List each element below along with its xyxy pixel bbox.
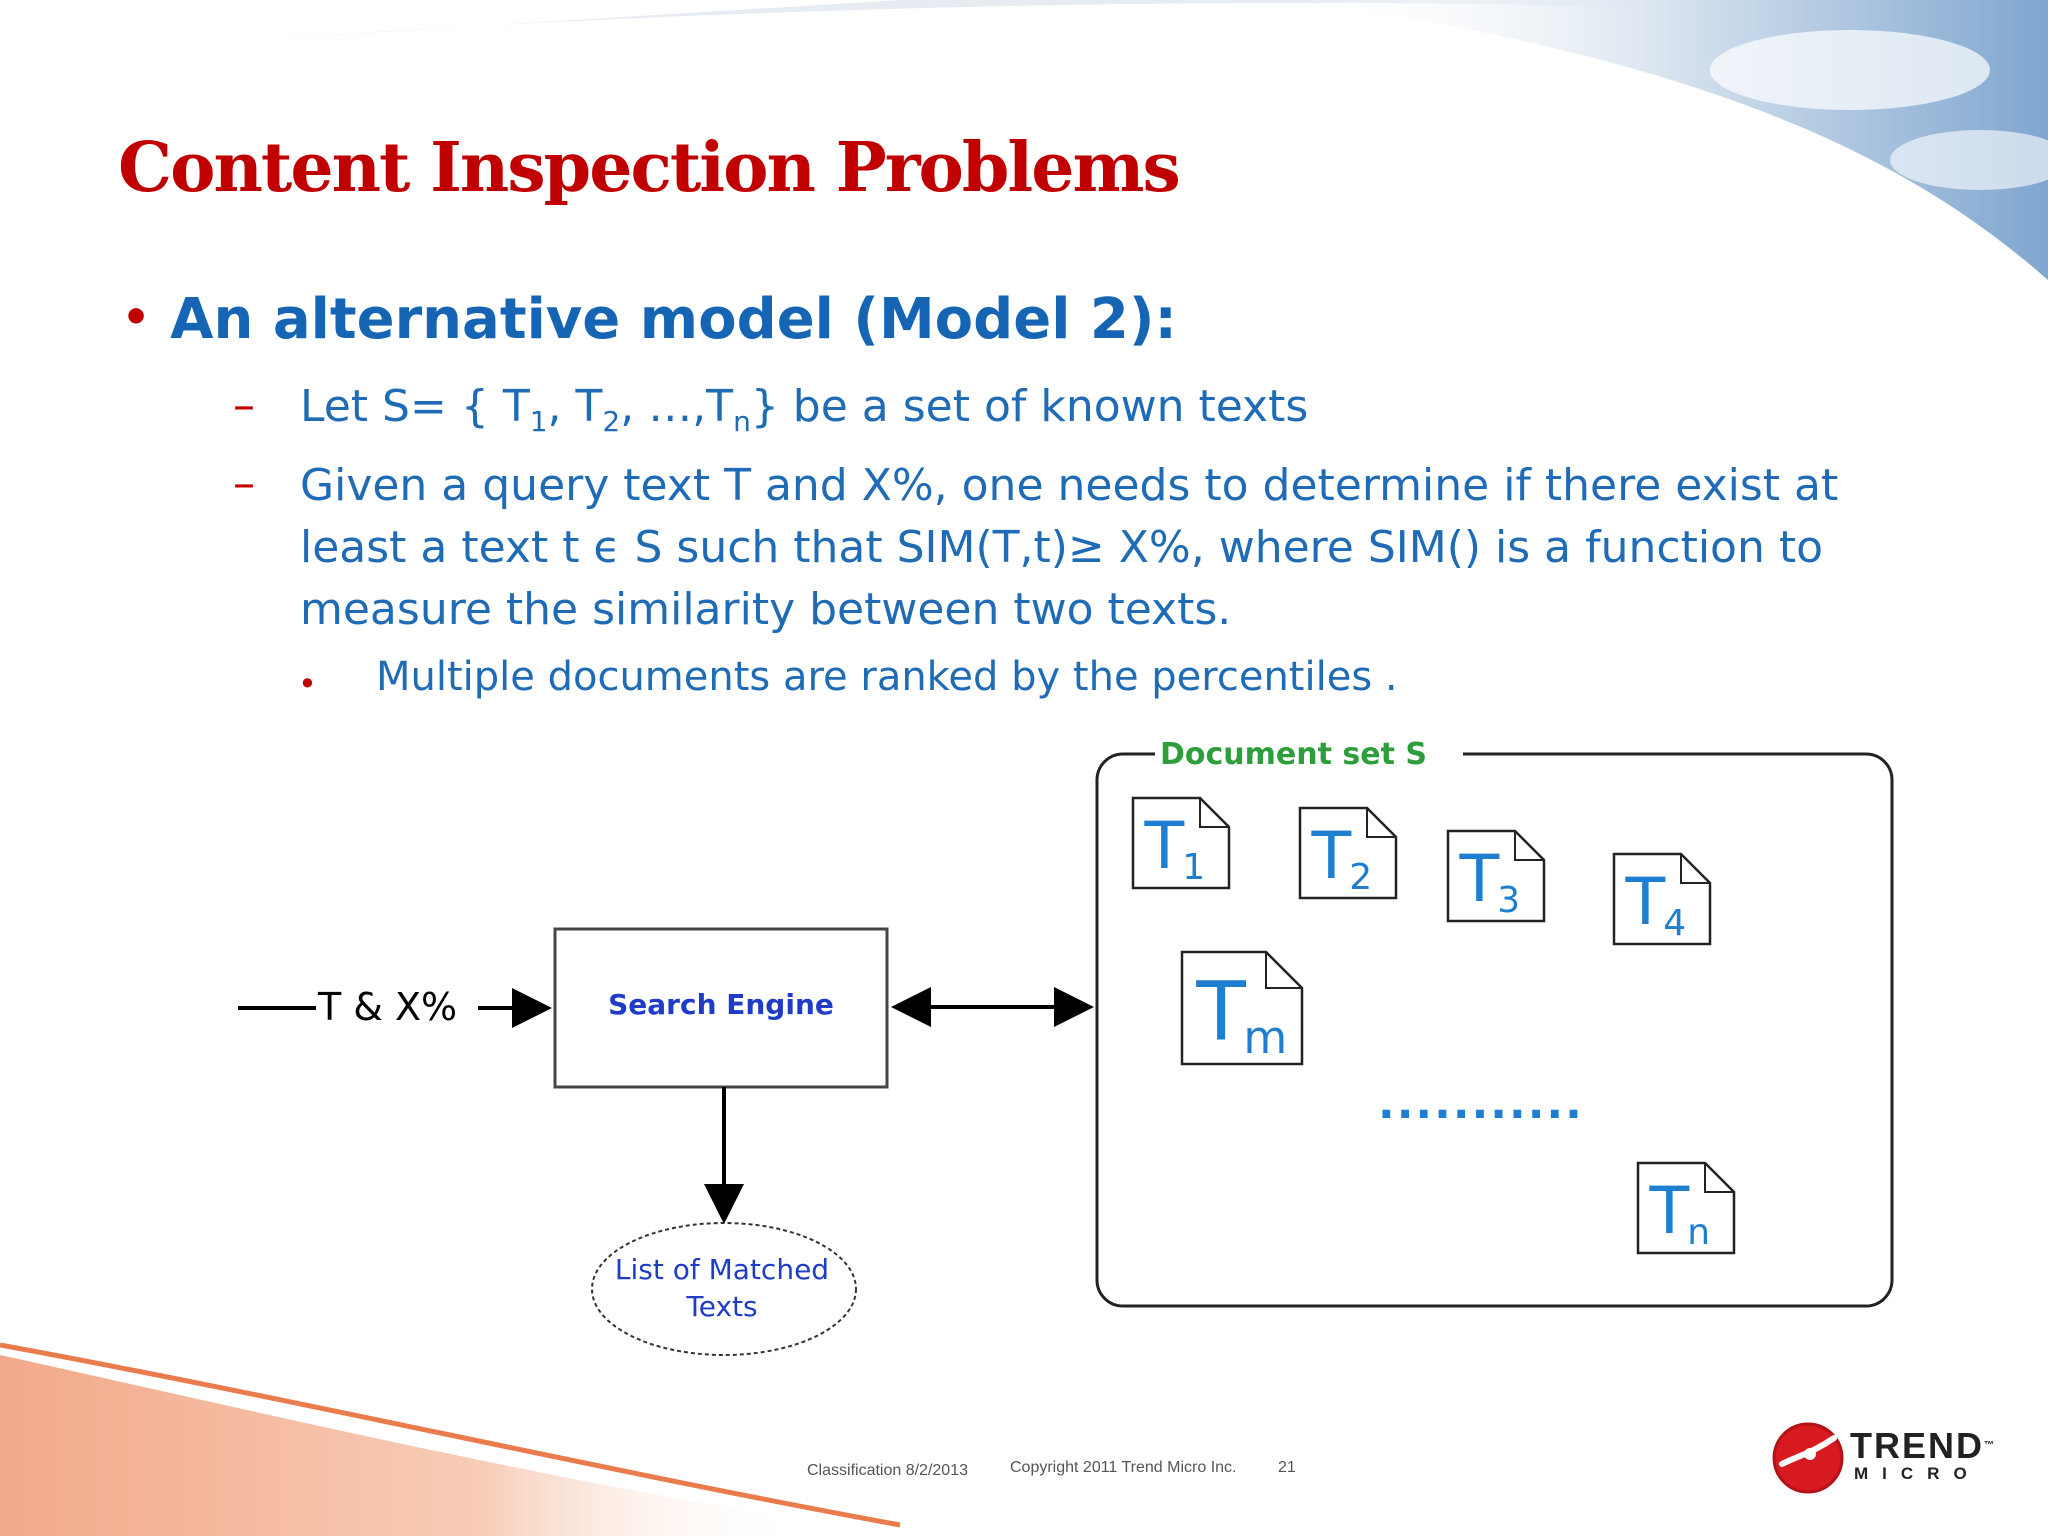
sub-bullet-1-text: } be a set of known texts bbox=[750, 381, 1309, 432]
document-subscript: 4 bbox=[1663, 903, 1686, 944]
matched-texts-ellipse bbox=[591, 1222, 857, 1356]
document-label: T bbox=[1311, 819, 1352, 894]
document-subscript: m bbox=[1243, 1011, 1287, 1064]
document-icon: T1 bbox=[1131, 796, 1231, 890]
logo-micro-text: MICRO bbox=[1854, 1464, 1981, 1483]
document-outline bbox=[1446, 829, 1546, 923]
document-outline bbox=[1180, 950, 1304, 1066]
matched-texts-label-line2: Texts bbox=[685, 1290, 757, 1323]
slide-title: Content Inspection Problems bbox=[118, 128, 1181, 208]
document-icon: T3 bbox=[1446, 829, 1546, 923]
document-set-label-bg bbox=[1155, 734, 1463, 774]
trend-micro-logo-icon bbox=[1772, 1422, 1844, 1494]
document-label: T bbox=[1459, 842, 1500, 917]
subscript-1: 1 bbox=[529, 405, 548, 438]
dash-bullet-icon: – bbox=[233, 458, 255, 509]
sub-bullet-2-line: measure the similarity between two texts… bbox=[300, 584, 1232, 635]
footer-classification: Classification 8/2/2013 bbox=[807, 1462, 968, 1479]
subscript-2: 2 bbox=[602, 405, 621, 438]
document-icon: Tn bbox=[1636, 1161, 1736, 1255]
document-set-label: Document set S bbox=[1160, 737, 1427, 772]
sub-bullet-2: Given a query text T and X%, one needs t… bbox=[300, 455, 1940, 641]
document-outline bbox=[1636, 1161, 1736, 1255]
bottom-swoosh bbox=[0, 1355, 800, 1536]
sub-bullet-1-text: Let S= { T bbox=[300, 381, 530, 432]
subscript-n: n bbox=[733, 405, 751, 438]
dash-bullet-icon: – bbox=[233, 380, 255, 431]
footer-page-number: 21 bbox=[1278, 1459, 1296, 1476]
search-engine-box bbox=[553, 927, 889, 1089]
more-documents-ellipsis: ........... bbox=[1378, 1078, 1584, 1129]
logo-trend-text: TREND bbox=[1850, 1425, 1984, 1466]
document-subscript: 1 bbox=[1182, 847, 1205, 888]
document-fold bbox=[1199, 798, 1229, 828]
document-icon: Tm bbox=[1180, 950, 1304, 1066]
document-fold bbox=[1366, 808, 1396, 838]
sub-bullet-1-text: , T bbox=[547, 381, 603, 432]
main-bullet-text: An alternative model (Model 2): bbox=[170, 287, 1177, 352]
logo-tm: ™ bbox=[1984, 1440, 1996, 1451]
sub-bullet-1-text: , …,T bbox=[620, 381, 734, 432]
matched-texts-label-line1: List of Matched bbox=[615, 1253, 829, 1286]
document-fold bbox=[1514, 831, 1544, 861]
sub-bullet-1: Let S= { T1, T2, …,Tn} be a set of known… bbox=[300, 376, 1308, 438]
input-label: T & X% bbox=[317, 985, 457, 1029]
document-outline bbox=[1131, 796, 1231, 890]
document-label: T bbox=[1195, 965, 1246, 1059]
document-subscript: n bbox=[1687, 1212, 1710, 1253]
main-bullet: • An alternative model (Model 2): bbox=[122, 287, 1177, 352]
search-engine-label: Search Engine bbox=[608, 988, 834, 1021]
bottom-swoosh-line bbox=[0, 1342, 901, 1528]
sub-bullet-2-line: Given a query text T and X%, one needs t… bbox=[300, 460, 1839, 511]
document-label: T bbox=[1649, 1174, 1690, 1249]
trend-micro-logo: TREND™ MICRO bbox=[1850, 1428, 1996, 1484]
document-fold bbox=[1680, 854, 1710, 884]
document-icon: T4 bbox=[1612, 852, 1712, 946]
bullet-dot-icon: • bbox=[122, 292, 151, 343]
sub-bullet-2-line: least a text t ϵ S such that SIM(T,t)≥ X… bbox=[300, 522, 1824, 573]
document-outline bbox=[1298, 806, 1398, 900]
document-fold bbox=[1265, 952, 1302, 989]
sub-sub-bullet: Multiple documents are ranked by the per… bbox=[376, 654, 1398, 700]
document-fold bbox=[1704, 1163, 1734, 1193]
cloud-shape bbox=[1890, 130, 2048, 190]
document-icon: T2 bbox=[1298, 806, 1398, 900]
document-subscript: 3 bbox=[1497, 880, 1520, 921]
footer-copyright: Copyright 2011 Trend Micro Inc. bbox=[1010, 1459, 1237, 1476]
document-outline bbox=[1612, 852, 1712, 946]
small-bullet-icon: • bbox=[298, 665, 317, 703]
document-subscript: 2 bbox=[1349, 857, 1372, 898]
cloud-shape bbox=[1710, 30, 1990, 110]
document-label: T bbox=[1144, 809, 1185, 884]
document-label: T bbox=[1625, 865, 1666, 940]
